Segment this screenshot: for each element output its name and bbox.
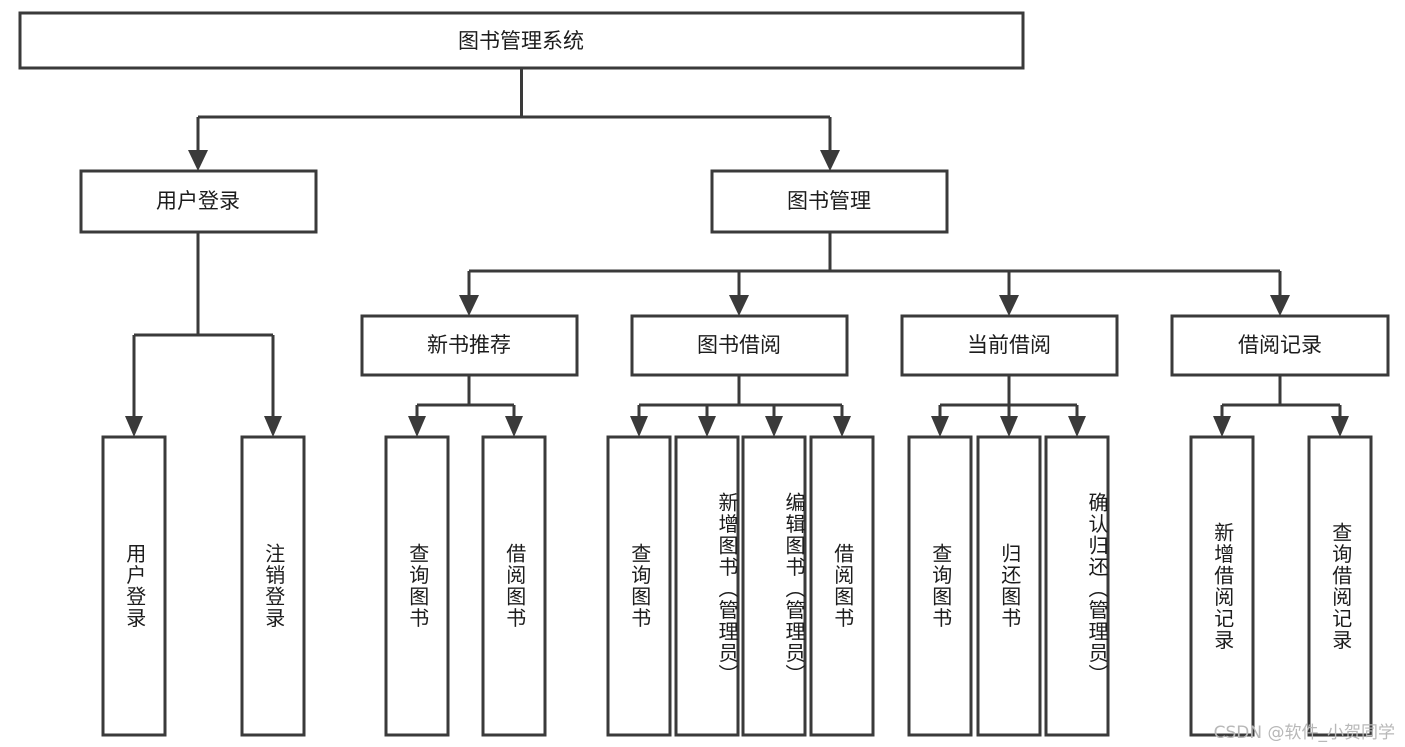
arrowhead-leaf-query-book-3	[931, 416, 949, 437]
arrowhead-leaf-add-record	[1213, 416, 1231, 437]
arrowhead-leaf-borrow-book-2	[833, 416, 851, 437]
connectors-new-book-recommend-to-leaves	[408, 375, 523, 437]
node-new-book-recommend[interactable]: 新书推荐	[360, 314, 579, 377]
csdn-watermark: CSDN @软件_小贺同学	[1213, 723, 1395, 743]
leaf-boxes	[101, 435, 1373, 737]
node-book-manage-box[interactable]	[710, 169, 949, 234]
node-user-login[interactable]: 用户登录	[79, 169, 318, 234]
connectors-book-manage-to-level3	[459, 232, 1290, 316]
node-book-borrow-box[interactable]	[630, 314, 849, 377]
node-book-borrow-label: 图书借阅	[697, 333, 781, 357]
connectors-book-borrow-to-leaves	[630, 375, 851, 437]
node-book-borrow[interactable]: 图书借阅	[630, 314, 849, 377]
node-borrow-record-label: 借阅记录	[1238, 333, 1322, 357]
node-borrow-record[interactable]: 借阅记录	[1170, 314, 1390, 377]
arrowhead-leaf-add-book	[698, 416, 716, 437]
node-root[interactable]: 图书管理系统	[18, 11, 1025, 70]
arrowhead-user-login	[188, 150, 208, 171]
arrowhead-leaf-query-record	[1331, 416, 1349, 437]
arrowhead-leaf-edit-book	[765, 416, 783, 437]
leaf-box-add-book[interactable]	[674, 435, 740, 737]
node-new-book-recommend-box[interactable]	[360, 314, 579, 377]
leaf-box-query-book-2[interactable]	[606, 435, 672, 737]
leaf-box-add-record[interactable]	[1189, 435, 1255, 737]
node-user-login-box[interactable]	[79, 169, 318, 234]
arrowhead-book-borrow	[729, 295, 749, 316]
node-borrow-record-box[interactable]	[1170, 314, 1390, 377]
connectors-borrow-record-to-leaves	[1213, 375, 1349, 437]
connectors-current-borrow-to-leaves	[931, 375, 1086, 437]
leaf-box-query-record[interactable]	[1307, 435, 1373, 737]
arrowhead-book-manage	[820, 150, 840, 171]
arrowhead-new-book-recommend	[459, 295, 479, 316]
arrowhead-leaf-return-book	[1000, 416, 1018, 437]
leaf-box-confirm-return[interactable]	[1044, 435, 1110, 737]
leaf-box-user-logout[interactable]	[240, 435, 306, 737]
connectors-user-login-to-leaves	[125, 232, 282, 437]
arrowhead-current-borrow	[999, 295, 1019, 316]
arrowhead-leaf-borrow-book-1	[505, 416, 523, 437]
node-book-manage[interactable]: 图书管理	[710, 169, 949, 234]
arrowhead-leaf-query-book-2	[630, 416, 648, 437]
leaf-box-query-book-3[interactable]	[907, 435, 973, 737]
arrowhead-leaf-confirm-return	[1068, 416, 1086, 437]
arrowhead-leaf-user-logout	[264, 416, 282, 437]
leaf-box-edit-book[interactable]	[741, 435, 807, 737]
arrowhead-leaf-query-book-1	[408, 416, 426, 437]
node-book-manage-label: 图书管理	[787, 189, 871, 213]
node-current-borrow-label: 当前借阅	[967, 333, 1051, 357]
node-root-label: 图书管理系统	[458, 29, 584, 53]
leaf-box-borrow-book-2[interactable]	[809, 435, 875, 737]
node-current-borrow-box[interactable]	[900, 314, 1119, 377]
leaf-box-borrow-book-1[interactable]	[481, 435, 547, 737]
node-user-login-label: 用户登录	[156, 189, 240, 213]
leaf-box-user-login[interactable]	[101, 435, 167, 737]
leaf-box-return-book[interactable]	[976, 435, 1042, 737]
node-new-book-recommend-label: 新书推荐	[427, 333, 511, 357]
arrowhead-borrow-record	[1270, 295, 1290, 316]
arrowhead-leaf-user-login	[125, 416, 143, 437]
leaf-box-query-book-1[interactable]	[384, 435, 450, 737]
node-current-borrow[interactable]: 当前借阅	[900, 314, 1119, 377]
node-root-box[interactable]	[18, 11, 1025, 70]
connectors-root-to-level2	[188, 68, 840, 171]
